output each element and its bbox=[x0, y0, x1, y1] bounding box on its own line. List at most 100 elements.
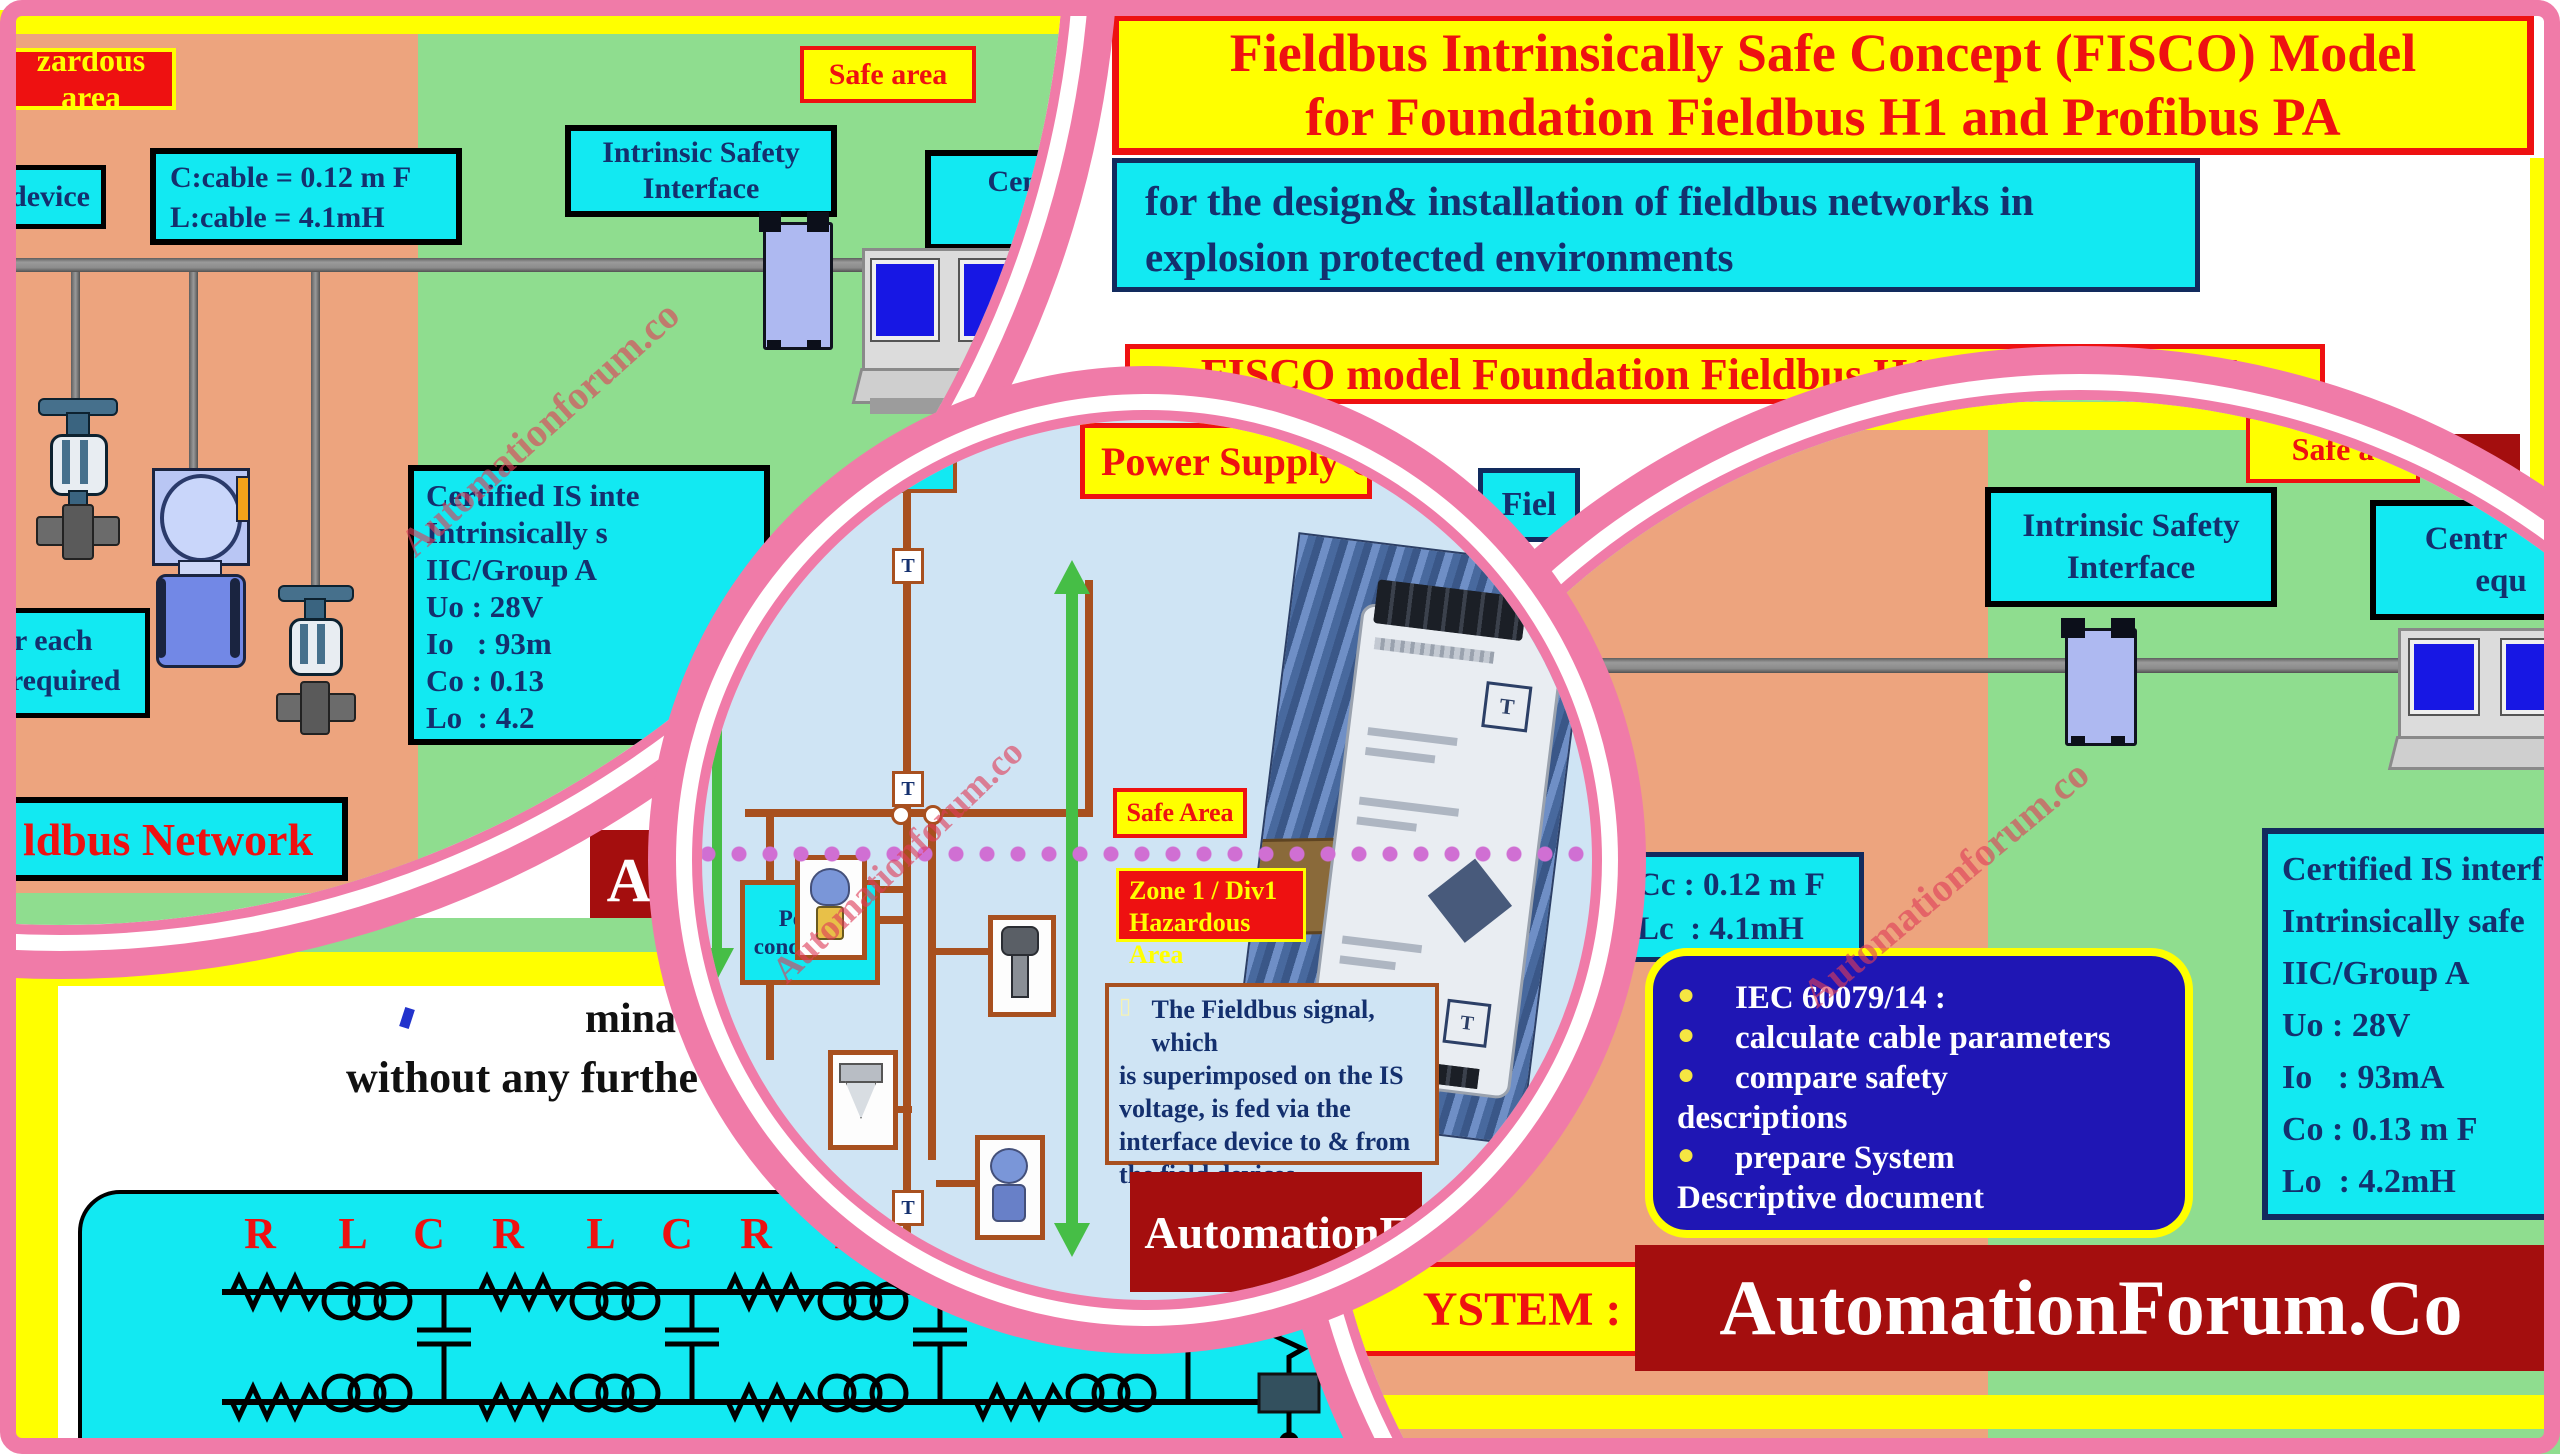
rlc-label-l3: L bbox=[834, 1209, 864, 1258]
terminator-box-2: T bbox=[892, 771, 924, 807]
rlc-label-r1: R bbox=[244, 1209, 276, 1258]
blue-tick bbox=[399, 1006, 415, 1030]
junction-dot-2 bbox=[923, 805, 943, 825]
terminator-box-3: T bbox=[892, 1190, 924, 1226]
main-title-line1: Fieldbus Intrinsically Safe Concept (FIS… bbox=[1229, 22, 2417, 83]
field-device-photo-4 bbox=[975, 1135, 1045, 1240]
certified-left-line: Co : 0.13 bbox=[426, 663, 544, 698]
left-slide-yellow-band bbox=[0, 10, 1065, 34]
is-interface-module-right bbox=[2061, 618, 2137, 748]
safe-area-badge-left: Safe area bbox=[800, 46, 976, 103]
certified-right-line: IIC/Group A bbox=[2282, 955, 2470, 992]
iec-item-text: Descriptive document bbox=[1677, 1180, 1985, 1216]
foreach-note-box: for each e required bbox=[0, 608, 150, 718]
certified-is-box-left: Certified IS inte Intrinsically s IIC/Gr… bbox=[408, 465, 770, 745]
trunk-vertical-b bbox=[928, 813, 936, 1160]
iec-item-text: IEC 60079/14 : bbox=[1735, 980, 1946, 1016]
cc-line1: Cc : 0.12 m F bbox=[1637, 867, 1825, 903]
junction-dot-1 bbox=[891, 805, 911, 825]
certified-right-line: Intrinsically safe bbox=[2282, 903, 2525, 940]
power-supply-badge: Power Supply Ch bbox=[1080, 423, 1372, 499]
bullet-icon: ● bbox=[1677, 1018, 1696, 1051]
foreach-line2: e required bbox=[0, 664, 121, 697]
certified-right-line: Co : 0.13 m F bbox=[2282, 1111, 2478, 1148]
main-title-box: Fieldbus Intrinsically Safe Concept (FIS… bbox=[1112, 14, 2534, 155]
certified-left-line: IIC/Group A bbox=[426, 552, 597, 587]
fieldbus-signal-note-box: ▯ The Fieldbus signal, which is superimp… bbox=[1105, 983, 1439, 1189]
rlc-label-r3: R bbox=[740, 1209, 772, 1258]
conditioner-out-down bbox=[766, 985, 774, 1060]
iec-item-text: calculate cable parameters bbox=[1735, 1020, 2111, 1056]
bottom-slide-yellow-edge bbox=[16, 952, 58, 1440]
center-magnifier-circle: T T T Power conditioner bbox=[692, 410, 1602, 1310]
cable-line2: L:cable = 4.1mH bbox=[170, 201, 385, 234]
trunk-horizontal bbox=[745, 809, 1093, 817]
signal-arrow-down bbox=[702, 948, 734, 978]
cable-parameters-box: C:cable = 0.12 m F L:cable = 4.1mH bbox=[150, 148, 462, 245]
safe-area-badge-right: Safe a bbox=[2246, 415, 2420, 483]
subtitle-box: for the design& installation of fieldbus… bbox=[1112, 158, 2200, 292]
intrinsic-line2: Interface bbox=[642, 172, 760, 205]
certified-is-box-right: Certified IS interf Intrinsically safe I… bbox=[2262, 828, 2560, 1220]
zone-line2: Hazardous Area bbox=[1129, 908, 1251, 969]
spur-line-1 bbox=[71, 272, 80, 398]
spur-icon2 bbox=[936, 948, 990, 955]
rlc-label-l2: L bbox=[586, 1209, 616, 1258]
certified-right-line: Lo : 4.2mH bbox=[2282, 1163, 2456, 1200]
is-interface-module-left bbox=[759, 212, 833, 352]
rlc-label-r2: R bbox=[492, 1209, 524, 1258]
right-slide-bottom-yellow bbox=[1326, 1395, 2560, 1429]
bullet-icon: ● bbox=[1677, 1138, 1696, 1171]
zone-boundary-dotted-line bbox=[702, 845, 1592, 863]
brand-logo-fragment-center: AutomationF bbox=[1130, 1172, 1422, 1292]
certified-left-line: Certified IS inte bbox=[426, 478, 640, 513]
signal-line: interface device to & from bbox=[1119, 1127, 1411, 1156]
signal-line: voltage, is fed via the bbox=[1119, 1094, 1351, 1123]
subtitle-line1: for the design& installation of fieldbus… bbox=[1145, 178, 2034, 224]
power-supply-top-box bbox=[865, 435, 957, 493]
brand-logo-box: AutomationForum.Co bbox=[1635, 1245, 2547, 1371]
central-line1: Centr bbox=[987, 165, 1063, 198]
cable-cc-lc-box: Cc : 0.12 m F Lc : 4.1mH bbox=[1622, 852, 1864, 962]
signal-line: The Fieldbus signal, which bbox=[1151, 995, 1375, 1057]
rlc-ladder-circuit bbox=[222, 1264, 1282, 1434]
zone-line1: Zone 1 / Div1 bbox=[1129, 876, 1278, 905]
power-flow-arrow-up bbox=[1054, 560, 1090, 594]
iec-requirements-box: ● IEC 60079/14 : ● calculate cable paramet… bbox=[1645, 948, 2193, 1238]
certified-right-line: Certified IS interf bbox=[2282, 851, 2543, 888]
signal-line: is superimposed on the IS bbox=[1119, 1061, 1404, 1090]
field-device-photo-1 bbox=[795, 855, 867, 960]
field-device-label-box: device bbox=[0, 165, 106, 229]
power-flow-arrow-shaft bbox=[1066, 590, 1078, 1225]
certified-right-line: Io : 93mA bbox=[2282, 1059, 2445, 1096]
iec-item-text: descriptions bbox=[1677, 1100, 1848, 1136]
safe-area-badge-center: Safe Area bbox=[1113, 788, 1247, 838]
central-equipment-box-left: Centr eq bbox=[925, 150, 1070, 250]
subtitle-line2: explosion protected environments bbox=[1145, 234, 1734, 280]
control-valve-1 bbox=[36, 398, 120, 563]
flow-transmitter bbox=[148, 468, 250, 668]
bullet-icon: ● bbox=[1677, 978, 1696, 1011]
intrinsic-safety-interface-box-right: Intrinsic Safety Interface bbox=[1985, 487, 2277, 607]
rlc-label-c2: C bbox=[661, 1209, 693, 1258]
iec-item-text: compare safety bbox=[1735, 1060, 1948, 1096]
operator-console-left bbox=[851, 248, 1065, 414]
foreach-line1: for each bbox=[0, 624, 93, 657]
main-title-line2: for Foundation Fieldbus H1 and Profibus … bbox=[1305, 86, 2341, 147]
intrinsic-line2: Interface bbox=[2066, 550, 2196, 586]
certified-left-line: Intrinsically s bbox=[426, 515, 608, 550]
fieldbus-trunk-right bbox=[1480, 658, 2560, 673]
signal-arrow-shaft bbox=[712, 590, 722, 950]
cable-line1: C:cable = 0.12 m F bbox=[170, 161, 412, 194]
iec-item-text: prepare System bbox=[1735, 1140, 1955, 1176]
central-line2: eq bbox=[1040, 201, 1070, 234]
power-flow-arrow-down bbox=[1054, 1223, 1090, 1257]
fieldbus-network-box: ldbus Network bbox=[0, 797, 348, 881]
central-line2: equ bbox=[2475, 563, 2527, 599]
certified-right-line: Uo : 28V bbox=[2282, 1007, 2411, 1044]
rlc-label-c1: C bbox=[413, 1209, 445, 1258]
hazardous-area-badge: zardous area bbox=[6, 48, 176, 110]
spur-line-3 bbox=[311, 272, 320, 585]
bullet-icon: ● bbox=[1677, 1058, 1696, 1091]
